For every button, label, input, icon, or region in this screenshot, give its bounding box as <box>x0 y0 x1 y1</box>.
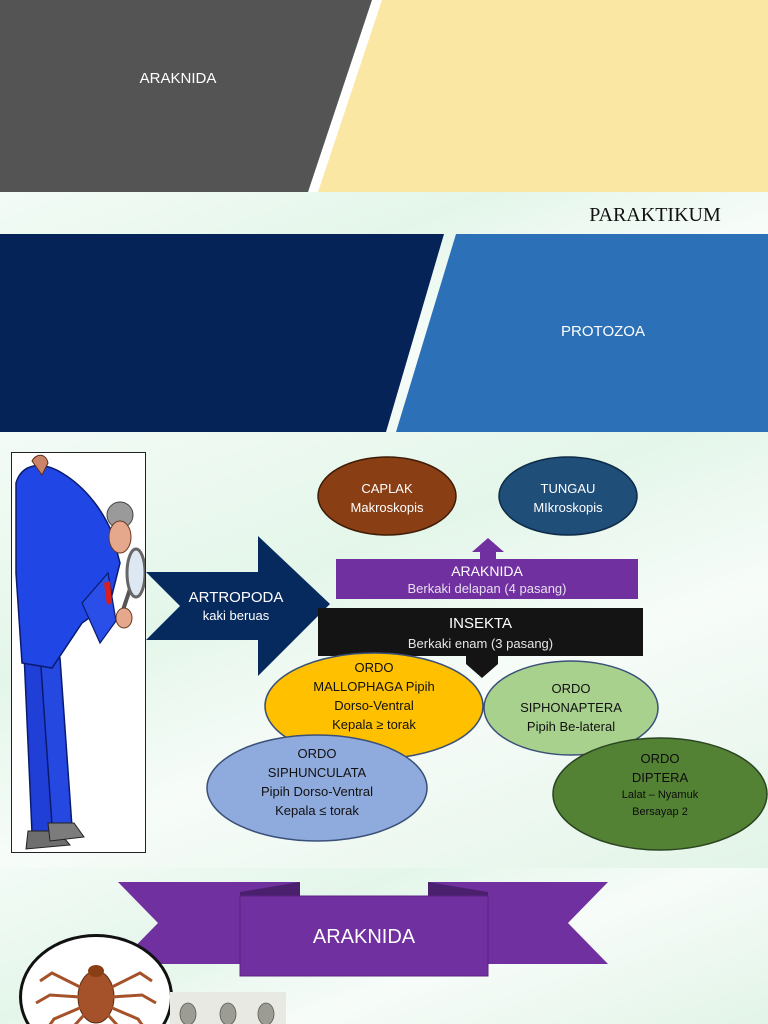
siphunculata-line1: ORDO <box>297 746 337 761</box>
araknida-bar <box>336 559 638 599</box>
slide-paraktikum: PARAKTIKUM PROTOZOA <box>0 192 768 432</box>
diptera-node <box>552 737 768 851</box>
tick-photo <box>19 934 173 1024</box>
mallophaga-line2: MALLOPHAGA Pipih <box>313 679 435 694</box>
banner-title: ARAKNIDA <box>312 926 416 948</box>
insekta-bar <box>318 608 643 656</box>
detective-illustration <box>11 452 146 853</box>
siphunculata-line3: Pipih Dorso-Ventral <box>261 784 373 799</box>
slide2-navy-panel <box>0 234 444 432</box>
slide1-dark-panel <box>0 0 372 192</box>
detective-icon <box>15 454 145 850</box>
specimen-strip <box>170 992 286 1024</box>
slide1-background <box>0 0 768 192</box>
diptera-line1: ORDO <box>640 751 680 766</box>
artropoda-subtitle: kaki beruas <box>202 608 270 623</box>
siphonaptera-line1: ORDO <box>551 681 591 696</box>
slide-araknida-banner: ARAKNIDA <box>0 868 768 1024</box>
artropoda-arrow <box>146 536 330 676</box>
mallophaga-line1: ORDO <box>354 660 394 675</box>
artropoda-title: ARTROPODA <box>188 589 284 606</box>
siphunculata-node <box>206 734 428 842</box>
slide1-title: ARAKNIDA <box>139 70 217 87</box>
siphonaptera-line3: Pipih Be-lateral <box>526 719 616 734</box>
specimen-icons <box>179 1002 275 1024</box>
slide2-blue-panel <box>396 234 768 432</box>
tungau-subtitle: MIkroskopis <box>533 500 603 515</box>
caplak-title: CAPLAK <box>361 481 413 496</box>
arrow-up-icon <box>472 538 504 560</box>
slide-artropoda-diagram: ARTROPODA kaki beruas CAPLAK Makroskopis… <box>0 432 768 868</box>
classification-diagram <box>146 456 768 851</box>
siphonaptera-line2: SIPHONAPTERA <box>520 700 622 715</box>
slide1-light-panel <box>318 0 768 192</box>
arrow-down-icon <box>466 655 498 678</box>
caplak-node <box>317 456 457 536</box>
araknida-title: ARAKNIDA <box>451 563 523 579</box>
insekta-subtitle: Berkaki enam (3 pasang) <box>407 636 554 651</box>
siphunculata-line2: SIPHUNCULATA <box>267 765 367 780</box>
siphunculata-line4: Kepala ≤ torak <box>275 803 359 818</box>
caplak-subtitle: Makroskopis <box>350 500 424 515</box>
slide2-panels <box>0 234 768 432</box>
mallophaga-line3: Dorso-Ventral <box>334 698 414 713</box>
tick-icon <box>35 965 157 1024</box>
araknida-subtitle: Berkaki delapan (4 pasang) <box>407 581 567 596</box>
insekta-title: INSEKTA <box>448 615 513 632</box>
protozoa-label: PROTOZOA <box>561 323 645 340</box>
slide-araknida-title: ARAKNIDA <box>0 0 768 192</box>
diptera-line4: Bersayap 2 <box>632 806 688 818</box>
diptera-line3: Lalat – Nyamuk <box>621 789 699 801</box>
diptera-line2: DIPTERA <box>631 770 689 785</box>
slide2-title: PARAKTIKUM <box>589 204 721 226</box>
tungau-node <box>498 456 638 536</box>
ribbon-center <box>239 895 489 977</box>
siphonaptera-node <box>483 660 659 756</box>
ribbon-banner <box>118 882 608 977</box>
tungau-title: TUNGAU <box>540 481 596 496</box>
mallophaga-line4: Kepala ≥ torak <box>332 717 416 732</box>
